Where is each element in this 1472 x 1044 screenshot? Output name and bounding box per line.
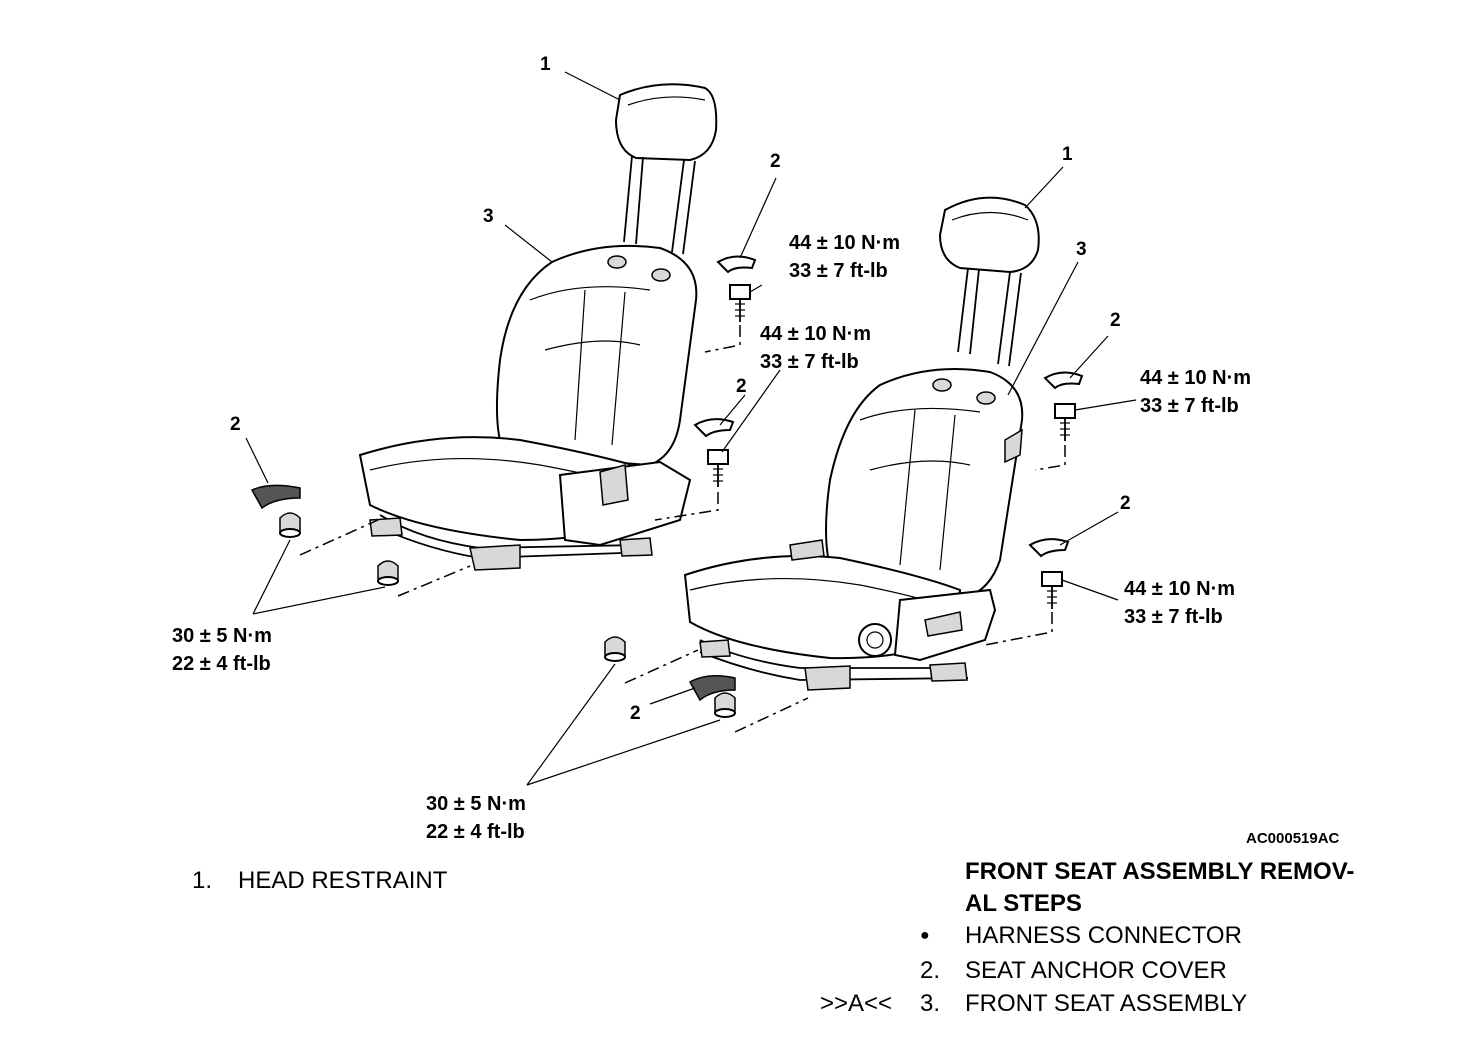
torque-nm-right-upper: 44 ± 10 N·m — [1140, 367, 1251, 389]
left-anchor-cover-side — [250, 484, 301, 510]
right-seat — [526, 166, 1137, 786]
callout-2-left-side: 2 — [230, 414, 241, 435]
torque-nm-left-nuts: 30 ± 5 N·m — [172, 625, 272, 647]
left-nut-front — [279, 512, 301, 538]
legend-head-restraint: HEAD RESTRAINT — [238, 867, 448, 894]
right-anchor-cover-mid — [1028, 538, 1070, 558]
right-nut-rear — [714, 692, 736, 718]
right-seatback — [825, 368, 1024, 600]
callout-2-right-bottom: 2 — [630, 703, 641, 724]
callout-2-left-top: 2 — [770, 151, 781, 172]
removal-steps-title-line1: FRONT SEAT ASSEMBLY REMOV- — [965, 858, 1355, 885]
left-nut-rear — [377, 560, 399, 586]
torque-ftlb-left-upper: 33 ± 7 ft-lb — [789, 260, 888, 282]
right-nut-front — [604, 636, 626, 662]
torque-nm-left-lower: 44 ± 10 N·m — [760, 323, 871, 345]
torque-nm-right-nuts: 30 ± 5 N·m — [426, 793, 526, 815]
callout-3-right: 3 — [1076, 239, 1087, 260]
right-recline-knob — [858, 623, 892, 657]
step-front-seat-assembly: FRONT SEAT ASSEMBLY — [965, 990, 1248, 1017]
left-bolt-lower — [707, 449, 729, 487]
right-bolt-lower — [1041, 571, 1063, 609]
left-anchor-cover-top — [716, 255, 757, 274]
callout-1-right: 1 — [1062, 144, 1073, 165]
figure-code: AC000519AC — [1246, 830, 1340, 847]
left-seat — [245, 71, 781, 615]
step-reference-marker: >>A<< — [820, 990, 893, 1017]
right-head-restraint — [938, 196, 1040, 367]
left-bolt-upper — [729, 284, 751, 322]
left-anchor-cover-mid — [693, 418, 735, 438]
left-seatback — [495, 244, 698, 467]
step-bullet-icon: ● — [920, 927, 930, 944]
right-seat-rails — [699, 539, 997, 691]
torque-ftlb-right-nuts: 22 ± 4 ft-lb — [426, 821, 525, 843]
callout-2-left-mid: 2 — [736, 376, 747, 397]
torque-nm-right-lower: 44 ± 10 N·m — [1124, 578, 1235, 600]
removal-steps-title-line2: AL STEPS — [965, 890, 1082, 917]
left-seat-rails — [369, 460, 692, 571]
right-anchor-cover-bottom — [688, 675, 736, 702]
step-number-2: 2. — [920, 957, 941, 984]
torque-ftlb-left-nuts: 22 ± 4 ft-lb — [172, 653, 271, 675]
left-head-restraint — [614, 83, 718, 255]
right-anchor-cover-top — [1043, 371, 1084, 390]
callout-1-left: 1 — [540, 54, 551, 75]
torque-ftlb-left-lower: 33 ± 7 ft-lb — [760, 351, 859, 373]
step-harness-connector: HARNESS CONNECTOR — [965, 922, 1242, 949]
step-seat-anchor-cover: SEAT ANCHOR COVER — [965, 957, 1227, 984]
torque-nm-left-upper: 44 ± 10 N·m — [789, 232, 900, 254]
step-number-3: 3. — [920, 990, 941, 1017]
torque-ftlb-right-lower: 33 ± 7 ft-lb — [1124, 606, 1223, 628]
callout-2-right-top: 2 — [1110, 310, 1121, 331]
callout-3-left: 3 — [483, 206, 494, 227]
legend-number-1: 1. — [192, 867, 213, 894]
torque-ftlb-right-upper: 33 ± 7 ft-lb — [1140, 395, 1239, 417]
callout-2-right-mid: 2 — [1120, 493, 1131, 514]
right-bolt-upper — [1054, 403, 1076, 441]
